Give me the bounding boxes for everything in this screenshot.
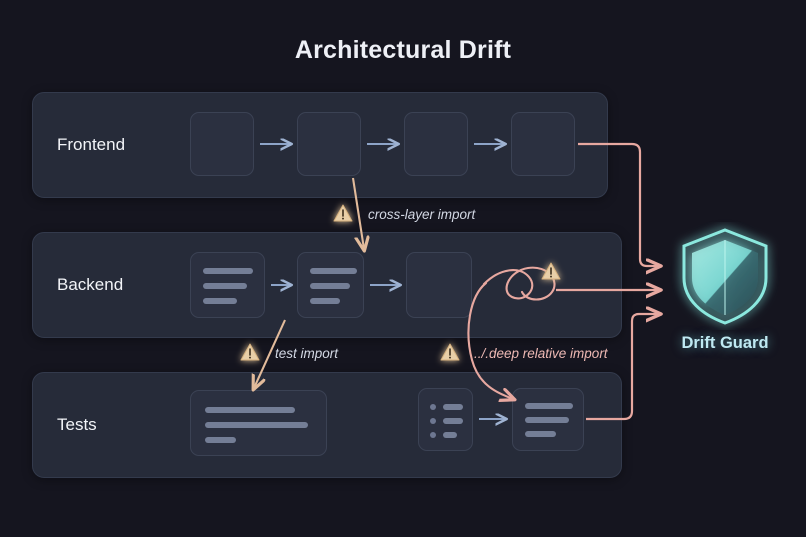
node-frontend-4[interactable] <box>511 112 575 176</box>
node-line <box>203 268 253 274</box>
drift-label-cross-layer: cross-layer import <box>368 207 476 222</box>
warning-triangle-icon <box>333 204 353 222</box>
node-frontend-3[interactable] <box>404 112 468 176</box>
node-backend-3[interactable] <box>406 252 472 318</box>
node-line <box>310 268 357 274</box>
bullet-dot <box>430 404 436 410</box>
node-line <box>205 407 295 413</box>
node-line <box>443 404 463 410</box>
node-frontend-2[interactable] <box>297 112 361 176</box>
node-backend-1[interactable] <box>190 252 265 318</box>
node-line <box>205 437 236 443</box>
node-line <box>443 432 457 438</box>
node-line <box>525 431 556 437</box>
node-tests-1[interactable] <box>190 390 327 456</box>
node-line <box>203 283 247 289</box>
node-line <box>525 403 573 409</box>
layer-label-tests: Tests <box>57 415 97 434</box>
bullet-dot <box>430 432 436 438</box>
bullet-dot <box>430 418 436 424</box>
node-frontend-1[interactable] <box>190 112 254 176</box>
node-line <box>310 283 350 289</box>
shield-icon <box>682 228 768 325</box>
node-line <box>443 418 463 424</box>
warning-triangle-icon <box>440 343 460 361</box>
layer-label-frontend: Frontend <box>57 135 126 154</box>
node-line <box>205 422 308 428</box>
drift-label-test-import: test import <box>275 346 339 361</box>
page-title: Architectural Drift <box>294 36 512 64</box>
node-line <box>310 298 340 304</box>
drift-label-deep-relative: ../.deep relative import <box>474 346 608 361</box>
node-tests-3[interactable] <box>512 388 584 451</box>
node-tests-2[interactable] <box>418 388 473 451</box>
drift-guard[interactable]: Drift Guard <box>663 222 787 362</box>
warning-triangle-icon <box>240 343 260 361</box>
node-line <box>203 298 237 304</box>
node-backend-2[interactable] <box>297 252 364 318</box>
guard-label: Drift Guard <box>681 334 769 352</box>
node-line <box>525 417 569 423</box>
layer-label-backend: Backend <box>57 275 124 294</box>
